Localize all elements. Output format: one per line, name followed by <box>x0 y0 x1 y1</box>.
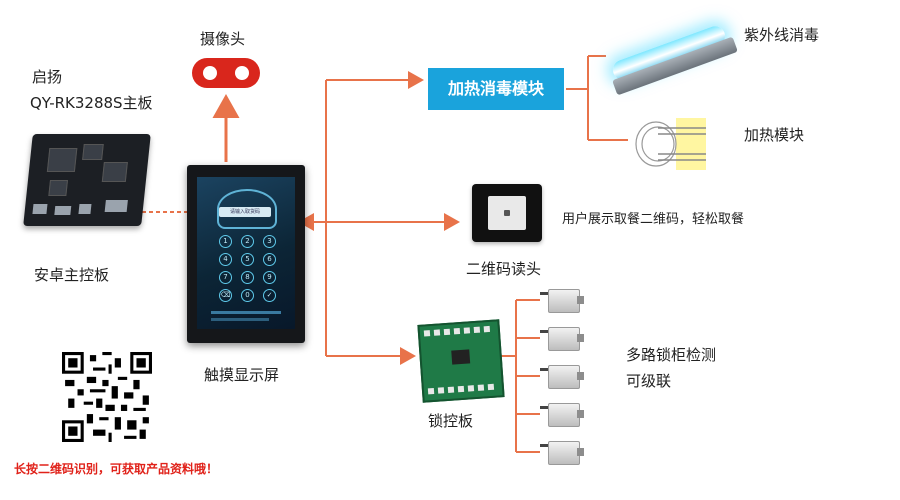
heater-image <box>635 118 706 170</box>
uv-label: 紫外线消毒 <box>744 26 820 44</box>
camera-image <box>192 58 260 88</box>
keypad-key: 7 <box>219 271 232 284</box>
qr-reader-image <box>472 184 542 242</box>
keypad-key: 4 <box>219 253 232 266</box>
qr-code-image <box>62 352 152 442</box>
keypad-key: 0 <box>241 289 254 302</box>
keypad-key: ⌫ <box>219 289 232 302</box>
camera-label: 摄像头 <box>200 30 246 48</box>
lock-detect-label: 多路锁柜检测 <box>626 346 717 364</box>
keypad-key: 3 <box>263 235 276 248</box>
keypad-key: 1 <box>219 235 232 248</box>
board-model-label: QY-RK3288S主板 <box>30 94 153 112</box>
lock-image <box>540 439 584 467</box>
lock-image <box>540 325 584 353</box>
keypad-key: 2 <box>241 235 254 248</box>
keypad-key: ✓ <box>263 289 276 302</box>
lock-image <box>540 401 584 429</box>
keypad-key: 6 <box>263 253 276 266</box>
qr-reader-description: 用户展示取餐二维码，轻松取餐 <box>562 212 745 227</box>
screen-prompt: 请输入取货码 <box>219 207 271 217</box>
keypad-key: 5 <box>241 253 254 266</box>
android-board-image <box>23 134 151 226</box>
cascade-label: 可级联 <box>626 372 672 390</box>
lock-image <box>540 363 584 391</box>
lock-board-image <box>417 319 505 403</box>
touch-screen-label: 触摸显示屏 <box>204 366 280 384</box>
lock-board-label: 锁控板 <box>428 412 474 430</box>
heating-label: 加热模块 <box>744 126 805 144</box>
scan-hint: 长按二维码识别，可获取产品资料哦！ <box>14 462 219 476</box>
qr-reader-label: 二维码读头 <box>466 260 542 278</box>
android-board-label: 安卓主控板 <box>34 266 110 284</box>
heating-module-box: 加热消毒模块 <box>428 68 564 110</box>
keypad-key: 8 <box>241 271 254 284</box>
lock-image <box>540 287 584 315</box>
qiyang-label: 启扬 <box>32 68 63 86</box>
touch-screen-image: 请输入取货码 1 2 3 4 5 6 7 8 9 ⌫ 0 ✓ <box>187 165 305 343</box>
keypad-key: 9 <box>263 271 276 284</box>
